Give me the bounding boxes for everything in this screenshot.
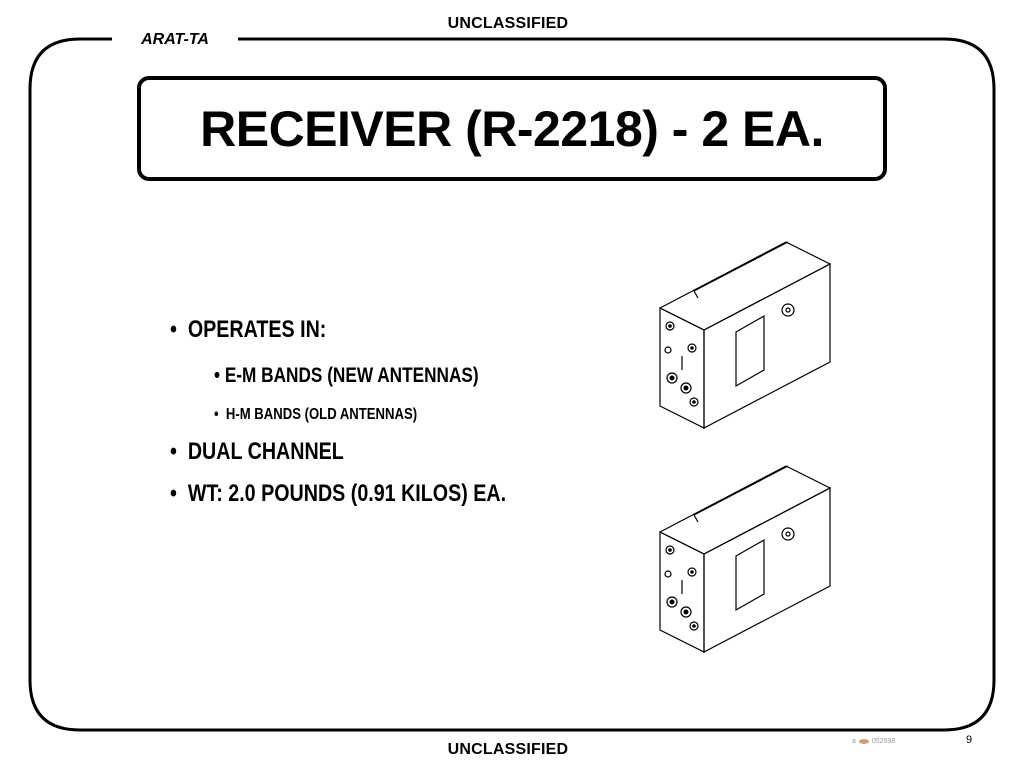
bullet-item: • DUAL CHANNEL xyxy=(170,438,344,466)
classification-top: UNCLASSIFIED xyxy=(447,15,569,32)
slide-title: RECEIVER (R-2218) - 2 EA. xyxy=(200,100,824,157)
receiver-unit-lower-image xyxy=(658,465,832,653)
bullet-dot: • xyxy=(170,316,177,343)
bullet-text: WT: 2.0 POUNDS (0.91 KILOS) EA. xyxy=(187,480,507,507)
bullet-dot: • xyxy=(214,364,221,387)
page-number: 9 xyxy=(966,734,973,746)
bullet-item: • OPERATES IN: xyxy=(170,316,326,344)
bullet-text: DUAL CHANNEL xyxy=(187,438,344,465)
fish-icon xyxy=(858,739,869,744)
org-label: ARAT-TA xyxy=(114,31,236,49)
footer-logo-letter: a xyxy=(852,738,856,745)
title-box: RECEIVER (R-2218) - 2 EA. xyxy=(137,76,887,181)
bullet-dot: • xyxy=(170,438,177,465)
footer-code: 052598 xyxy=(871,738,896,745)
bullet-text: H-M BANDS (OLD ANTENNAS) xyxy=(225,406,418,423)
bullet-item: • H-M BANDS (OLD ANTENNAS) xyxy=(214,406,417,424)
bullet-item: • E-M BANDS (NEW ANTENNAS) xyxy=(214,364,479,388)
receiver-unit-upper-image xyxy=(658,241,832,429)
bullet-dot: • xyxy=(170,480,177,507)
bullet-item: • WT: 2.0 POUNDS (0.91 KILOS) EA. xyxy=(170,480,506,508)
bullet-dot: • xyxy=(214,406,219,423)
footer-logo: a 052598 xyxy=(852,738,895,745)
classification-bottom: UNCLASSIFIED xyxy=(447,741,569,758)
bullet-text: E-M BANDS (NEW ANTENNAS) xyxy=(224,364,479,387)
bullet-text: OPERATES IN: xyxy=(187,316,327,343)
